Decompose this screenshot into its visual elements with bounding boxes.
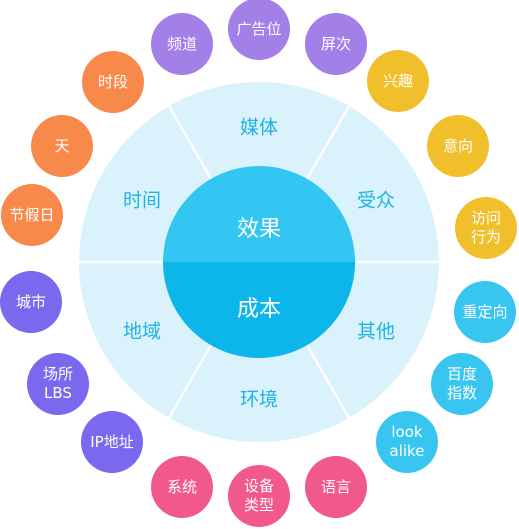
dimension-bubble: 广告位	[228, 0, 290, 60]
ring-sector-label: 受众	[357, 190, 395, 212]
ring-divider-line	[305, 105, 351, 180]
dimension-bubble: 设备 类型	[228, 465, 290, 527]
dimension-bubble: 城市	[0, 271, 62, 333]
ring-sector-label: 其他	[357, 321, 395, 343]
dimension-bubble: 百度 指数	[431, 353, 493, 415]
dimension-bubble: 频道	[151, 13, 213, 75]
dimension-bubble: 兴趣	[367, 50, 429, 112]
dimension-bubble: look alike	[376, 411, 438, 473]
ring-sector-label: 地域	[123, 321, 161, 343]
dimension-bubble: 系统	[151, 456, 213, 518]
dimension-bubble: 意向	[427, 115, 489, 177]
dimension-bubble: 屏次	[305, 13, 367, 75]
dimension-bubble: 节假日	[1, 184, 63, 246]
ring-divider-line	[167, 105, 213, 180]
center-top-half	[163, 166, 355, 262]
ring-divider-line	[305, 344, 351, 419]
dimension-bubble: 重定向	[454, 281, 516, 343]
ring-sector-label: 媒体	[240, 117, 278, 139]
dimension-bubble: 访问 行为	[455, 197, 517, 259]
dimension-bubble: 时段	[82, 51, 144, 113]
dimension-bubble: 天	[31, 115, 93, 177]
ring-sector-label: 环境	[240, 389, 278, 411]
dimension-bubble: IP地址	[81, 411, 143, 473]
dimension-bubble: 场所 LBS	[27, 353, 89, 415]
ring-divider-line	[167, 344, 213, 419]
ring-sector-label: 时间	[123, 190, 161, 212]
ring-dividers	[79, 105, 439, 419]
center-bottom-half	[163, 262, 355, 358]
center-top-label: 效果	[237, 217, 281, 242]
center-bottom-label: 成本	[237, 297, 281, 322]
dimension-bubble: 语言	[305, 456, 367, 518]
